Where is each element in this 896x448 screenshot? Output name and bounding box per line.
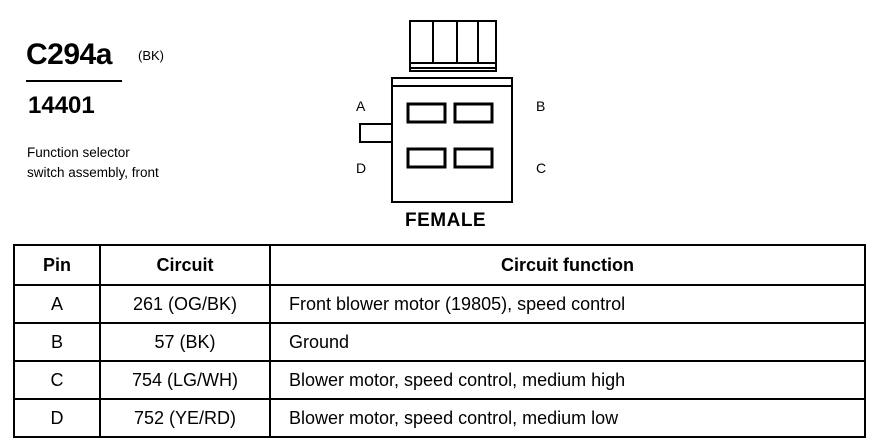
pin-label-d: D <box>356 160 367 176</box>
pin-cell: D <box>13 398 101 438</box>
pin-cell: A <box>13 284 101 324</box>
table-header-row: Pin Circuit Circuit function <box>13 244 866 286</box>
function-cell: Blower motor, speed control, medium low <box>269 398 866 438</box>
title-rule <box>26 80 122 82</box>
function-cell: Front blower motor (19805), speed contro… <box>269 284 866 324</box>
table-row: C 754 (LG/WH) Blower motor, speed contro… <box>13 360 866 400</box>
header-pin: Pin <box>13 244 101 286</box>
circuit-cell: 752 (YE/RD) <box>99 398 271 438</box>
circuit-cell: 57 (BK) <box>99 322 271 362</box>
function-cell: Ground <box>269 322 866 362</box>
pin-cell: C <box>13 360 101 400</box>
function-cell: Blower motor, speed control, medium high <box>269 360 866 400</box>
circuit-cell: 261 (OG/BK) <box>99 284 271 324</box>
table-row: B 57 (BK) Ground <box>13 322 866 362</box>
connector-id: C294a <box>26 38 112 71</box>
pinout-table: Pin Circuit Circuit function A 261 (OG/B… <box>13 244 866 438</box>
pin-label-c: C <box>536 160 547 176</box>
circuit-cell: 754 (LG/WH) <box>99 360 271 400</box>
header-circuit-function: Circuit function <box>269 244 866 286</box>
connector-diagram: A B C D <box>340 16 570 226</box>
connector-color: (BK) <box>138 48 164 63</box>
table-row: A 261 (OG/BK) Front blower motor (19805)… <box>13 284 866 324</box>
connector-face-drawing <box>359 20 513 203</box>
connector-gender: FEMALE <box>405 210 487 231</box>
component-description: Function selector switch assembly, front <box>27 145 159 180</box>
part-number: 14401 <box>28 92 95 119</box>
header-circuit: Circuit <box>99 244 271 286</box>
pin-label-b: B <box>536 98 546 114</box>
pin-label-a: A <box>356 98 366 114</box>
pin-cell: B <box>13 322 101 362</box>
table-row: D 752 (YE/RD) Blower motor, speed contro… <box>13 398 866 438</box>
